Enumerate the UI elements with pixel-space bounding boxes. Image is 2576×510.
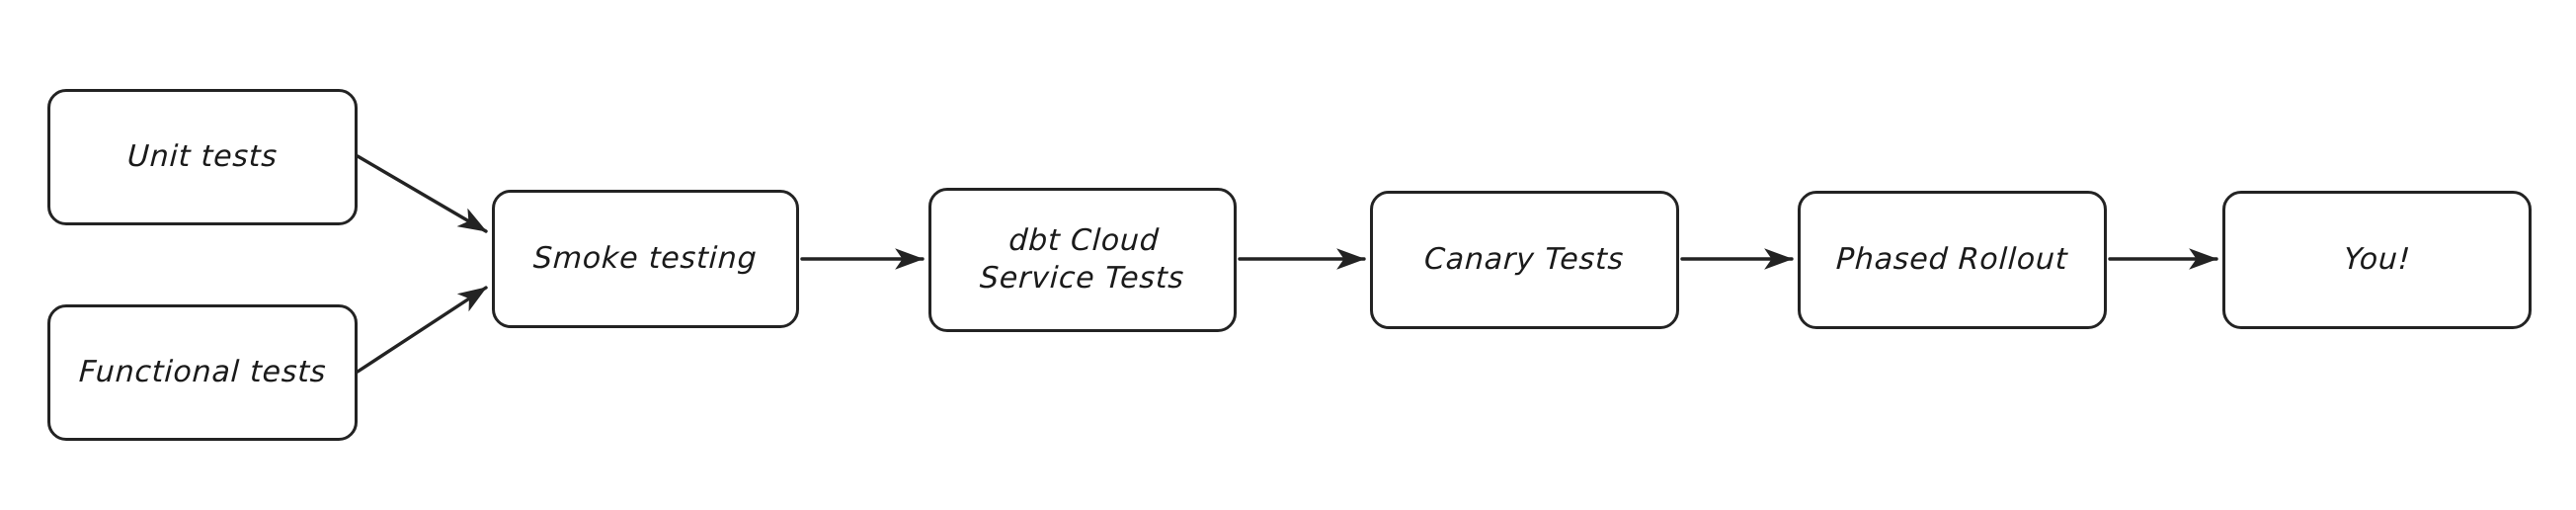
node-phased-rollout[interactable]: Phased Rollout xyxy=(1798,191,2107,329)
node-phased-rollout-label: Phased Rollout xyxy=(1835,241,2069,277)
node-dbt-cloud-service-tests-label: dbt Cloud Service Tests xyxy=(978,222,1185,296)
node-smoke-testing[interactable]: Smoke testing xyxy=(492,190,799,328)
node-smoke-testing-label: Smoke testing xyxy=(532,240,759,276)
node-unit-tests[interactable]: Unit tests xyxy=(47,89,358,225)
node-functional-tests[interactable]: Functional tests xyxy=(47,304,358,441)
node-canary-tests-label: Canary Tests xyxy=(1423,241,1626,277)
node-dbt-cloud-service-tests[interactable]: dbt Cloud Service Tests xyxy=(928,188,1237,332)
node-you[interactable]: You! xyxy=(2222,191,2532,329)
edge-unit-tests-to-smoke-testing xyxy=(356,154,488,233)
node-unit-tests-label: Unit tests xyxy=(126,138,279,174)
node-canary-tests[interactable]: Canary Tests xyxy=(1370,191,1679,329)
node-you-label: You! xyxy=(2342,241,2412,277)
node-functional-tests-label: Functional tests xyxy=(77,354,328,389)
edge-functional-tests-to-smoke-testing xyxy=(356,286,488,374)
